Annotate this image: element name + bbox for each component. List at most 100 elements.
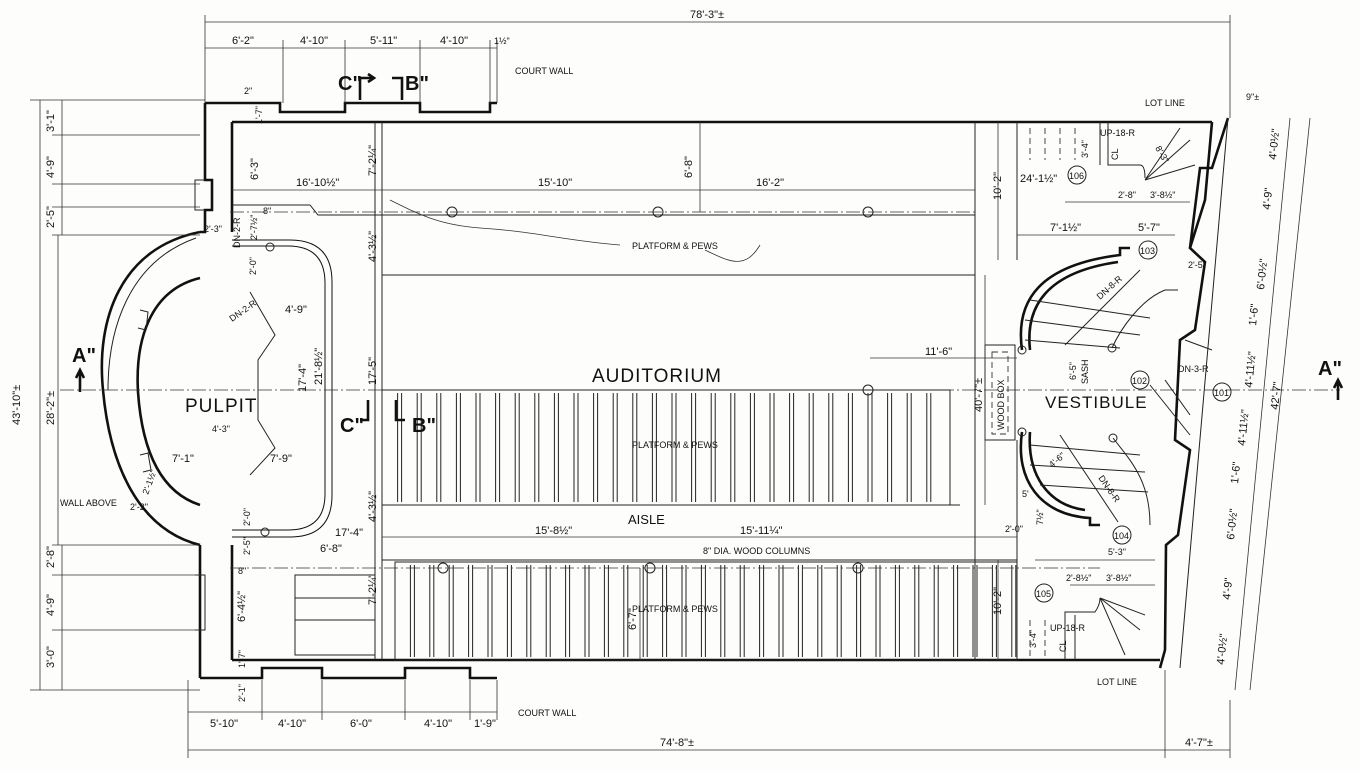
dim-text: 8" <box>263 206 271 216</box>
arrow-icon <box>360 400 370 422</box>
dims-top: 78'-3"± 6'-2" 4'-10" 5'-11" 4'-10" 1½" 2… <box>232 9 724 124</box>
dim-text: 1'-6" <box>1247 303 1261 326</box>
dim-text: 6'-0½" <box>1225 508 1240 540</box>
section-b-mid-label: B" <box>412 415 436 437</box>
column-icon <box>644 562 656 574</box>
stair-pulpit-label: DN-2-R <box>227 298 258 324</box>
arrow-up-icon <box>1332 377 1344 400</box>
dim-text: 6'-0" <box>350 718 372 730</box>
dim-text: 1½" <box>494 36 510 46</box>
dim-text: 1'-9" <box>474 718 496 730</box>
dim-text: 2" <box>244 86 252 96</box>
columns <box>437 206 874 574</box>
stair-106-label: UP-18-R <box>1100 128 1136 138</box>
pew-block <box>381 389 951 506</box>
column-icon <box>862 384 874 396</box>
aisle-label: AISLE <box>628 512 665 527</box>
arrow-icon <box>1059 434 1119 523</box>
dim-text: 7'-2¼" <box>367 574 379 605</box>
svg-text:103: 103 <box>1140 246 1155 256</box>
dim-text: 42'-7" <box>1269 381 1284 410</box>
dim-text: 4'-7"± <box>1185 737 1213 749</box>
dim-text: 6'-7" <box>627 608 639 630</box>
dim-text: 2'-7½" <box>249 215 259 240</box>
dim-text: 10'-2" <box>992 172 1004 200</box>
dim-text: 2'-8" <box>1118 190 1136 200</box>
dim-text: 78'-3"± <box>690 9 724 21</box>
dim-text: 28'-2"± <box>45 391 57 425</box>
stair-vestibule-label: DN-3-R <box>1178 364 1209 374</box>
dim-text: 5'-11" <box>370 35 397 47</box>
pulpit-platform <box>232 239 333 538</box>
dim-text: 1'-7" <box>254 106 264 124</box>
svg-text:106: 106 <box>1069 171 1084 181</box>
pulpit-label: PULPIT <box>185 396 258 417</box>
section-b-top-label: B" <box>405 73 429 95</box>
column-icon <box>446 206 458 218</box>
svg-text:102: 102 <box>1132 376 1147 386</box>
auditorium-label: AUDITORIUM <box>592 366 722 387</box>
dim-text: 4'-10" <box>300 35 328 47</box>
room-104: 104 <box>1112 525 1132 545</box>
centerline-label: CL <box>1110 148 1120 160</box>
arrow-icon <box>1064 269 1141 346</box>
dims-right: 42'-7" 9"± 4'-0½" 4'-9" 6'-0½" 1'-6" 4'-… <box>1215 92 1284 665</box>
room-102: 102 <box>1130 370 1150 390</box>
dim-text: 2'-2" <box>130 502 148 512</box>
sash-label: SASH <box>1080 359 1090 384</box>
dim-text: 4'-9" <box>45 156 57 178</box>
column-icon <box>260 527 270 537</box>
dim-text: 4'-10" <box>278 718 306 730</box>
dim-text: 9"± <box>1246 92 1259 102</box>
dim-text: 2'-5" <box>45 206 57 228</box>
room-106: 106 <box>1067 165 1087 185</box>
pew-block <box>394 561 1018 661</box>
dims-interior: 16'-10½" 15'-10" 16'-2" 6'-8" 7'-2¼" 6'-… <box>130 145 985 702</box>
dim-text: 4'-10" <box>424 718 452 730</box>
room-labels: AUDITORIUM PULPIT VESTIBULE AISLE WOOD B… <box>185 359 1147 527</box>
dim-text: 24'-1½" <box>1020 173 1057 185</box>
centerline-label: CL <box>1058 640 1068 652</box>
vestibule-stairs <box>984 122 1213 660</box>
dim-text: 6'-5" <box>1068 362 1078 380</box>
room-105: 105 <box>1034 583 1054 603</box>
column-icon <box>862 206 874 218</box>
dim-text: 43'-10"± <box>11 385 23 425</box>
section-c-mid-label: C" <box>340 415 364 437</box>
pews-south <box>394 561 1018 661</box>
dim-text: 3'-4" <box>1080 140 1090 158</box>
dim-text: 3'-1" <box>45 110 57 132</box>
dims-bottom: 74'-8"± 5'-10" 4'-10" 6'-0" 4'-10" 1'-9"… <box>210 718 1213 749</box>
dim-text: 3'-0" <box>45 646 57 668</box>
dim-text: 7'-9" <box>270 453 292 465</box>
dim-text: 4'-3½" <box>367 231 379 262</box>
dim-text: 15'-10" <box>538 177 572 189</box>
room-103: 103 <box>1138 240 1158 260</box>
lot-line-label: LOT LINE <box>1097 677 1137 687</box>
dim-text: 7½" <box>1035 509 1045 525</box>
arrow-icon <box>394 400 405 422</box>
dim-text: 40'-7"± <box>973 378 985 412</box>
dim-text: 4'-3½" <box>367 491 379 522</box>
pews-center <box>381 389 951 506</box>
dim-text: 7'-1" <box>172 453 194 465</box>
section-c-top-label: C" <box>338 73 362 95</box>
dim-text: 6'-4½" <box>236 591 248 622</box>
dim-text: 4'-11½" <box>1243 351 1259 389</box>
dim-text: 7'-2¼" <box>367 145 379 176</box>
dim-text: 8'-3" <box>1153 144 1171 165</box>
dim-text: 5'-10" <box>210 718 238 730</box>
wall-above-label: WALL ABOVE <box>60 498 117 508</box>
columns-note: 8" DIA. WOOD COLUMNS <box>703 546 810 556</box>
dim-text: 2'-0" <box>248 257 258 275</box>
arrow-left-icon <box>392 76 404 100</box>
court-wall-label: COURT WALL <box>515 66 573 76</box>
dim-text: 2'-0" <box>1005 524 1023 534</box>
court-wall-label: COURT WALL <box>518 708 576 718</box>
column-icon <box>652 206 664 218</box>
dim-text: 6'-2" <box>232 35 254 47</box>
dim-text: 6'-0½" <box>1255 258 1270 290</box>
column-icon <box>852 562 864 574</box>
section-a-left-label: A" <box>72 345 96 367</box>
stair-105-label: UP-18-R <box>1050 623 1086 633</box>
